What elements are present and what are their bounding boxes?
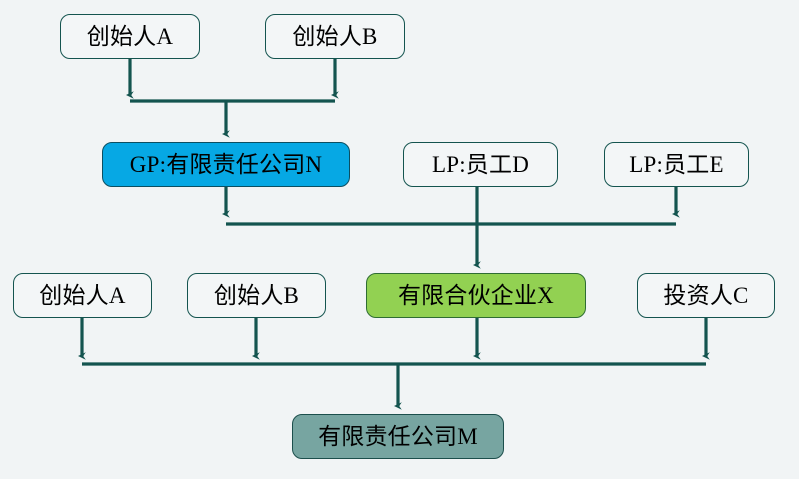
node-founder-b-bottom[interactable]: 创始人B (187, 273, 326, 318)
node-label: 创始人A (86, 24, 174, 49)
node-founder-a-bottom[interactable]: 创始人A (13, 273, 152, 318)
node-label: 创始人A (39, 283, 126, 308)
node-label: 有限合伙企业X (397, 283, 554, 308)
node-label: GP:有限责任公司N (129, 152, 323, 177)
node-label: 有限责任公司M (318, 424, 478, 449)
node-founder-a-top[interactable]: 创始人A (60, 14, 200, 59)
bus-tier3 (82, 362, 706, 410)
node-investor-c[interactable]: 投资人C (637, 273, 775, 318)
node-label: 投资人C (663, 283, 749, 308)
bus-tier1 (130, 99, 335, 138)
node-label: LP:员工E (629, 152, 724, 177)
node-label: LP:员工D (431, 152, 530, 177)
node-label: 创始人B (292, 24, 378, 49)
node-founder-b-top[interactable]: 创始人B (265, 14, 405, 59)
node-lp-enterprise-x[interactable]: 有限合伙企业X (366, 273, 586, 318)
node-gp-llc-n[interactable]: GP:有限责任公司N (102, 142, 350, 187)
node-lp-employee-e[interactable]: LP:员工E (604, 142, 749, 187)
node-lp-employee-d[interactable]: LP:员工D (403, 142, 558, 187)
node-llc-m[interactable]: 有限责任公司M (292, 414, 504, 459)
node-label: 创始人B (213, 283, 300, 308)
